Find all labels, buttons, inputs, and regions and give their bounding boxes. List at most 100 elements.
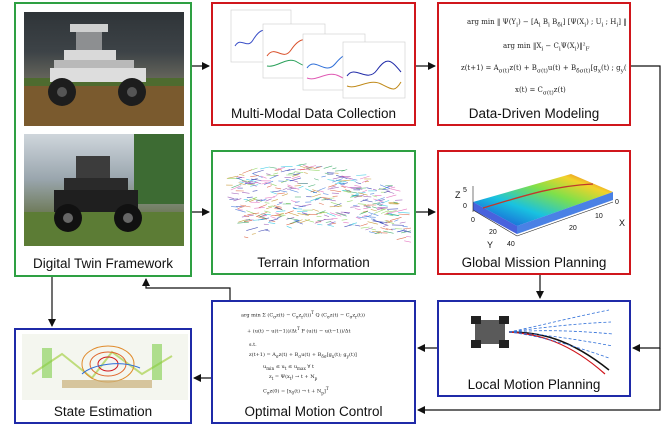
terrain-point bbox=[387, 185, 393, 187]
terrain-point bbox=[254, 181, 262, 185]
terrain-point bbox=[314, 178, 319, 181]
terrain-point bbox=[363, 204, 369, 206]
terrain-point bbox=[270, 183, 277, 187]
terrain-point bbox=[328, 184, 337, 188]
terrain-point bbox=[227, 196, 234, 199]
control-equations: arg min Σ (Cσz(t) − Cσzr(t))T Q (Cσz(t) … bbox=[241, 310, 365, 396]
arrow-control-to-twin bbox=[142, 278, 231, 300]
terrain-point bbox=[385, 213, 394, 217]
plot-axis-y: Y bbox=[487, 240, 493, 250]
local-planning-box: Local Motion Planning bbox=[437, 300, 631, 397]
terrain-point bbox=[298, 163, 307, 166]
arrow-modeling-to-local bbox=[631, 65, 661, 352]
state-estimation-label: State Estimation bbox=[53, 404, 153, 419]
terrain-point bbox=[292, 173, 301, 176]
terrain-point bbox=[343, 222, 349, 224]
terrain-point bbox=[386, 210, 397, 213]
terrain-point bbox=[368, 212, 379, 216]
terrain-point bbox=[289, 189, 299, 193]
terrain-point bbox=[403, 227, 411, 230]
terrain-point bbox=[260, 214, 267, 217]
terrain-point bbox=[383, 224, 388, 227]
terrain-point bbox=[396, 229, 407, 233]
terrain-point bbox=[346, 200, 353, 203]
terrain-point bbox=[365, 227, 373, 231]
terrain-point bbox=[310, 190, 315, 193]
terrain-point bbox=[238, 182, 246, 186]
terrain-point bbox=[363, 210, 369, 213]
terrain-point bbox=[386, 190, 395, 194]
terrain-point bbox=[280, 169, 291, 173]
terrain-point bbox=[276, 202, 282, 206]
terrain-point bbox=[376, 232, 388, 234]
terrain-point bbox=[261, 215, 268, 217]
terrain-point bbox=[239, 181, 244, 183]
terrain-point bbox=[388, 201, 400, 204]
terrain-point bbox=[260, 166, 270, 170]
terrain-point bbox=[280, 179, 289, 184]
terrain-point bbox=[310, 197, 322, 202]
terrain-point bbox=[364, 181, 369, 183]
terrain-point bbox=[379, 204, 388, 207]
terrain-point bbox=[360, 226, 370, 229]
terrain-point bbox=[250, 178, 262, 181]
plot-tick-z0: 0 bbox=[463, 203, 467, 210]
terrain-point bbox=[323, 165, 333, 169]
terrain-point bbox=[360, 223, 368, 227]
terrain-point bbox=[242, 192, 250, 194]
terrain-point bbox=[243, 218, 251, 222]
terrain-point bbox=[279, 214, 286, 216]
terrain-point bbox=[356, 192, 366, 194]
terrain-point bbox=[354, 208, 361, 211]
terrain-point bbox=[313, 166, 322, 169]
terrain-point bbox=[299, 168, 306, 171]
terrain-point bbox=[258, 204, 268, 208]
terrain-point bbox=[287, 184, 293, 187]
terrain-point bbox=[289, 177, 302, 182]
terrain-point bbox=[370, 193, 375, 195]
terrain-point bbox=[372, 195, 378, 198]
terrain-point bbox=[372, 188, 377, 191]
state-estimation-image bbox=[22, 334, 188, 400]
terrain-point bbox=[273, 205, 282, 208]
terrain-point bbox=[246, 178, 257, 183]
terrain-point bbox=[314, 198, 320, 201]
terrain-point bbox=[385, 228, 393, 231]
terrain-point bbox=[252, 197, 262, 202]
terrain-point bbox=[266, 185, 272, 188]
terrain-point bbox=[318, 202, 324, 205]
terrain-point bbox=[247, 212, 260, 216]
terrain-point bbox=[252, 190, 258, 192]
local-planning-label: Local Motion Planning bbox=[467, 377, 601, 392]
terrain-point bbox=[372, 202, 380, 205]
terrain-point bbox=[384, 220, 395, 225]
terrain-point bbox=[321, 199, 327, 201]
terrain-point bbox=[344, 189, 352, 192]
arrow-modeling-to-control bbox=[417, 348, 661, 414]
terrain-point bbox=[340, 185, 346, 189]
terrain-point bbox=[238, 219, 246, 223]
surface-plot: Z 5 0 0 20 40 Y 0 10 20 X bbox=[443, 156, 629, 256]
terrain-point bbox=[226, 175, 239, 179]
terrain-point bbox=[243, 215, 250, 217]
terrain-point bbox=[372, 206, 378, 209]
terrain-point bbox=[304, 219, 314, 223]
plot-tick-y20: 20 bbox=[489, 229, 497, 236]
terrain-point bbox=[292, 173, 300, 177]
terrain-point bbox=[309, 165, 317, 168]
terrain-point bbox=[246, 227, 258, 231]
terrain-point bbox=[355, 182, 362, 185]
terrain-point bbox=[343, 190, 352, 194]
terrain-point bbox=[390, 186, 396, 189]
terrain-point bbox=[294, 201, 300, 203]
terrain-point bbox=[396, 237, 407, 240]
terrain-point bbox=[295, 221, 303, 225]
terrain-point bbox=[350, 206, 360, 208]
terrain-point bbox=[299, 219, 310, 224]
terrain-point bbox=[329, 189, 342, 193]
terrain-point bbox=[354, 194, 365, 198]
terrain-point bbox=[325, 221, 331, 223]
terrain-point bbox=[376, 207, 385, 211]
terrain-point bbox=[366, 187, 372, 190]
terrain-point bbox=[359, 211, 368, 215]
